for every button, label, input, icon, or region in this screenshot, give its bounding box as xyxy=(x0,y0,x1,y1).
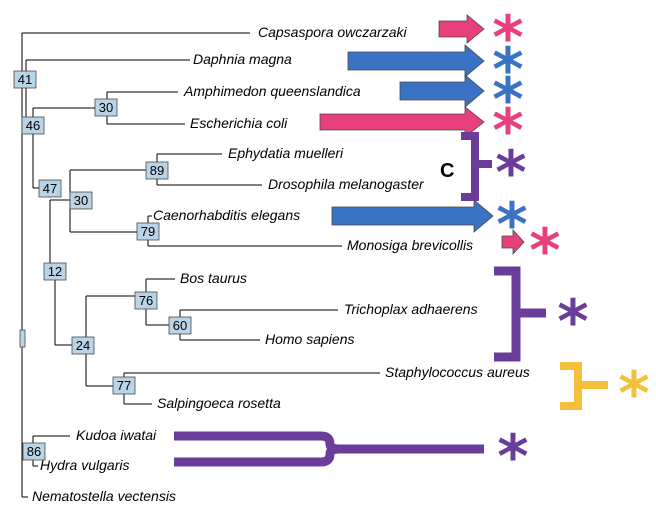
asterisk-staph-salpingoeca: * xyxy=(618,359,649,429)
node-89-label: 89 xyxy=(150,163,164,178)
asterisk-capsaspora: * xyxy=(492,3,523,73)
asterisk-daphnia: * xyxy=(492,35,523,105)
node-41-label: 41 xyxy=(18,72,32,87)
node-60: 60 xyxy=(168,316,192,335)
node-46: 46 xyxy=(21,116,45,135)
taxon-kudoa: Kudoa iwatai xyxy=(76,427,157,443)
bracket-kudoa-hydra xyxy=(174,431,484,467)
node-60-label: 60 xyxy=(173,318,187,333)
asterisks: * * * * * * * * * * xyxy=(492,3,649,492)
node-86: 86 xyxy=(22,442,46,461)
taxon-hydra: Hydra vulgaris xyxy=(40,457,129,473)
node-12: 12 xyxy=(43,262,67,281)
taxon-capsaspora: Capsaspora owczarzaki xyxy=(258,24,408,40)
taxon-trichoplax: Trichoplax adhaerens xyxy=(344,301,478,317)
node-76: 76 xyxy=(134,291,158,310)
node-30b-label: 30 xyxy=(74,193,88,208)
taxon-ecoli: Escherichia coli xyxy=(190,115,288,131)
node-79: 79 xyxy=(136,222,160,241)
bracket-staph-salpingoeca xyxy=(560,362,608,410)
arrow-monosiga xyxy=(501,228,525,256)
node-41: 41 xyxy=(13,70,37,89)
arrow-ecoli xyxy=(319,106,485,138)
taxon-ephydatia: Ephydatia muelleri xyxy=(228,145,344,161)
node-79-label: 79 xyxy=(141,224,155,239)
taxon-salpingoeca: Salpingoeca rosetta xyxy=(157,395,281,411)
arrow-daphnia xyxy=(347,44,485,78)
asterisk-bos-trichoplax-homo: * xyxy=(557,287,588,357)
node-boxes: 41 46 30 47 89 30 79 12 xyxy=(13,70,192,461)
clade-letter-c: C xyxy=(440,160,454,182)
asterisk-caenorhabditis: * xyxy=(496,190,527,260)
brackets xyxy=(174,132,608,467)
asterisk-kudoa-hydra: * xyxy=(497,422,528,492)
asterisk-monosiga: * xyxy=(529,216,560,286)
taxon-labels: Capsaspora owczarzaki Daphnia magna Amph… xyxy=(32,24,530,504)
node-47: 47 xyxy=(38,179,62,198)
node-86-label: 86 xyxy=(27,444,41,459)
bracket-ephydatia-drosophila xyxy=(461,132,492,201)
node-12-label: 12 xyxy=(48,264,62,279)
arrow-amphimedon xyxy=(399,74,485,108)
node-30b: 30 xyxy=(69,191,93,210)
node-24-label: 24 xyxy=(76,338,90,353)
node-root-small-box xyxy=(19,329,26,348)
node-89: 89 xyxy=(145,161,169,180)
node-24: 24 xyxy=(71,336,95,355)
node-76-label: 76 xyxy=(139,293,153,308)
node-30a: 30 xyxy=(94,98,118,117)
asterisk-amphimedon: * xyxy=(492,65,523,135)
taxon-homo: Homo sapiens xyxy=(265,331,355,347)
arrow-caenorhabditis xyxy=(331,199,494,233)
taxon-bos: Bos taurus xyxy=(180,270,247,286)
taxon-staphylococcus: Staphylococcus aureus xyxy=(385,364,530,380)
taxon-nematostella: Nematostella vectensis xyxy=(32,488,176,504)
asterisk-ecoli: * xyxy=(492,96,523,166)
node-46-label: 46 xyxy=(26,118,40,133)
node-47-label: 47 xyxy=(43,181,57,196)
arrows xyxy=(319,14,525,256)
taxon-amphimedon: Amphimedon queenslandica xyxy=(183,83,361,99)
arrow-capsaspora xyxy=(438,14,485,44)
taxon-drosophila: Drosophila melanogaster xyxy=(268,176,425,192)
taxon-monosiga: Monosiga brevicollis xyxy=(347,237,473,253)
node-77-label: 77 xyxy=(117,378,131,393)
taxon-daphnia: Daphnia magna xyxy=(193,51,292,67)
node-30a-label: 30 xyxy=(99,100,113,115)
asterisk-ephydatia-drosophila: * xyxy=(495,138,526,208)
node-77: 77 xyxy=(112,376,136,395)
bracket-bos-trichoplax-homo xyxy=(494,266,546,362)
taxon-caenorhabditis: Caenorhabditis elegans xyxy=(153,207,300,223)
